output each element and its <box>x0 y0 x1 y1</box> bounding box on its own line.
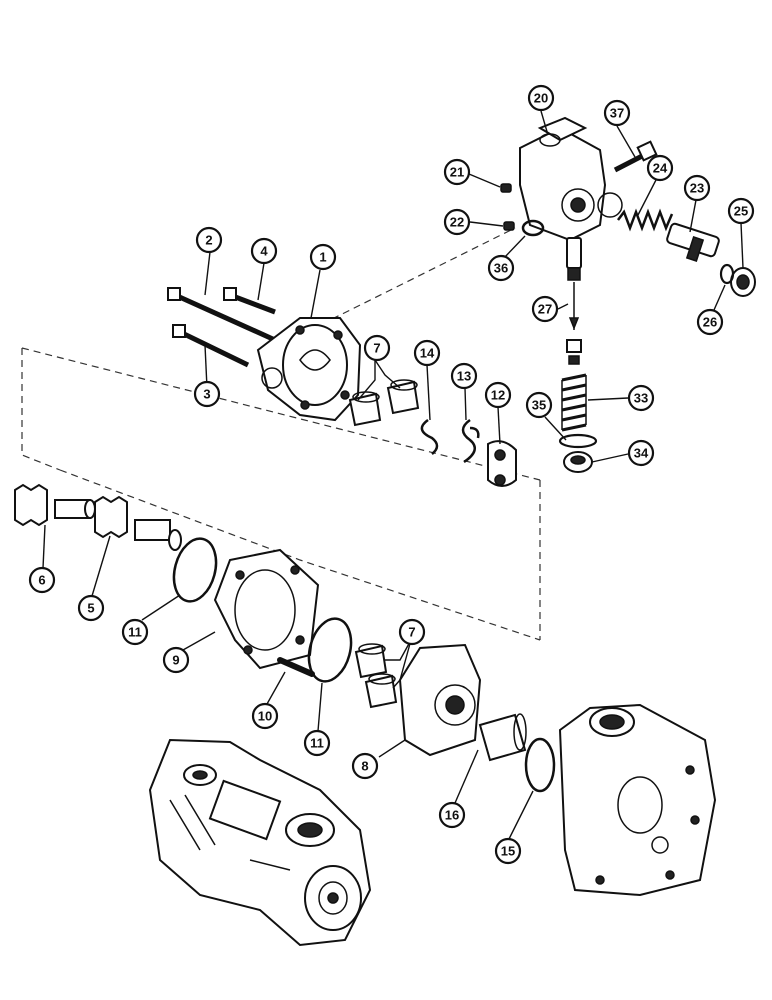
svg-text:35: 35 <box>532 398 546 413</box>
o-ring-part-15 <box>524 737 556 793</box>
svg-text:26: 26 <box>703 315 717 330</box>
o-ring-part-11-right <box>307 617 353 683</box>
svg-text:5: 5 <box>87 601 94 616</box>
callout-15: 15 <box>494 837 522 865</box>
svg-text:15: 15 <box>501 844 515 859</box>
callout-5: 5 <box>77 594 105 622</box>
callout-36: 36 <box>487 254 515 282</box>
svg-text:2: 2 <box>205 233 212 248</box>
plug-part-22 <box>503 221 515 231</box>
callout-3: 3 <box>193 380 221 408</box>
callout-14: 14 <box>413 339 441 367</box>
svg-text:4: 4 <box>260 244 268 259</box>
callout-10: 10 <box>251 702 279 730</box>
spring-part-24 <box>617 208 674 232</box>
callout-16: 16 <box>438 801 466 829</box>
svg-text:21: 21 <box>450 165 464 180</box>
callout-27: 27 <box>531 295 559 323</box>
svg-text:20: 20 <box>534 91 548 106</box>
wear-plate-part-12 <box>487 440 517 487</box>
svg-text:3: 3 <box>203 387 210 402</box>
front-cover-part-1 <box>256 317 362 422</box>
callout-2: 2 <box>195 226 223 254</box>
callout-22: 22 <box>443 208 471 236</box>
svg-text:37: 37 <box>610 106 624 121</box>
o-ring-part-35 <box>558 433 598 449</box>
svg-text:7: 7 <box>373 341 380 356</box>
callout-37: 37 <box>603 99 631 127</box>
svg-text:22: 22 <box>450 215 464 230</box>
callout-25: 25 <box>727 197 755 225</box>
callout-21: 21 <box>443 158 471 186</box>
o-ring-part-26 <box>719 263 735 285</box>
part-callouts: 20 37 21 24 23 25 22 36 26 27 2 4 1 7 14… <box>28 84 755 865</box>
callout-11-right: 11 <box>303 729 331 757</box>
bolts-part-2-3-4 <box>167 287 277 368</box>
callout-34: 34 <box>627 439 655 467</box>
seal-clip-part-14 <box>420 418 439 455</box>
callout-6: 6 <box>28 566 56 594</box>
callout-20: 20 <box>527 84 555 112</box>
callout-35: 35 <box>525 391 553 419</box>
svg-text:13: 13 <box>457 369 471 384</box>
svg-text:10: 10 <box>258 709 272 724</box>
callout-7-lower: 7 <box>398 618 426 646</box>
callout-11-left: 11 <box>121 618 149 646</box>
leader-lines <box>42 110 744 840</box>
bushings-part-7-lower <box>354 643 398 709</box>
callout-13: 13 <box>450 362 478 390</box>
callout-23: 23 <box>683 174 711 202</box>
callout-9: 9 <box>162 646 190 674</box>
plunger-assembly-part-27 <box>566 237 582 365</box>
svg-text:25: 25 <box>734 204 748 219</box>
pump-housing-part-8 <box>398 643 482 757</box>
drive-gear-part-5 <box>94 495 182 551</box>
svg-text:9: 9 <box>172 653 179 668</box>
o-ring-part-36 <box>521 219 545 237</box>
bushing-part-16 <box>478 713 527 762</box>
plug-part-21 <box>500 183 512 193</box>
spring-part-33 <box>561 373 587 432</box>
o-ring-part-11-left <box>172 537 218 603</box>
callout-12: 12 <box>484 381 512 409</box>
callout-26: 26 <box>696 308 724 336</box>
bushings-part-7-upper <box>348 379 420 427</box>
svg-text:14: 14 <box>420 346 435 361</box>
valve-body-part-20 <box>519 116 623 242</box>
callout-33: 33 <box>627 384 655 412</box>
plug-part-34 <box>563 451 593 473</box>
svg-text:11: 11 <box>310 736 324 751</box>
idler-gear-part-6 <box>14 483 96 527</box>
callout-8: 8 <box>351 752 379 780</box>
gear-housing-part-9 <box>213 548 320 670</box>
relief-spool-part-23 <box>666 222 720 262</box>
svg-text:34: 34 <box>634 446 649 461</box>
bolt-part-37 <box>613 140 658 173</box>
svg-text:36: 36 <box>494 261 508 276</box>
svg-text:27: 27 <box>538 302 552 317</box>
svg-text:12: 12 <box>491 388 505 403</box>
svg-text:23: 23 <box>690 181 704 196</box>
rear-pump-body <box>558 703 717 897</box>
assembled-pump-view <box>148 738 372 947</box>
callout-1: 1 <box>309 243 337 271</box>
dowel-pin-part-10 <box>277 657 315 677</box>
seal-clip-part-13 <box>461 418 480 464</box>
svg-text:16: 16 <box>445 808 459 823</box>
svg-text:8: 8 <box>361 759 368 774</box>
cap-part-25 <box>730 267 756 297</box>
svg-text:11: 11 <box>128 625 142 640</box>
svg-text:7: 7 <box>408 625 415 640</box>
callout-4: 4 <box>250 237 278 265</box>
callout-7-upper: 7 <box>363 334 391 362</box>
svg-text:1: 1 <box>319 250 326 265</box>
svg-text:33: 33 <box>634 391 648 406</box>
svg-text:24: 24 <box>653 161 668 176</box>
callout-24: 24 <box>646 154 674 182</box>
svg-text:6: 6 <box>38 573 45 588</box>
